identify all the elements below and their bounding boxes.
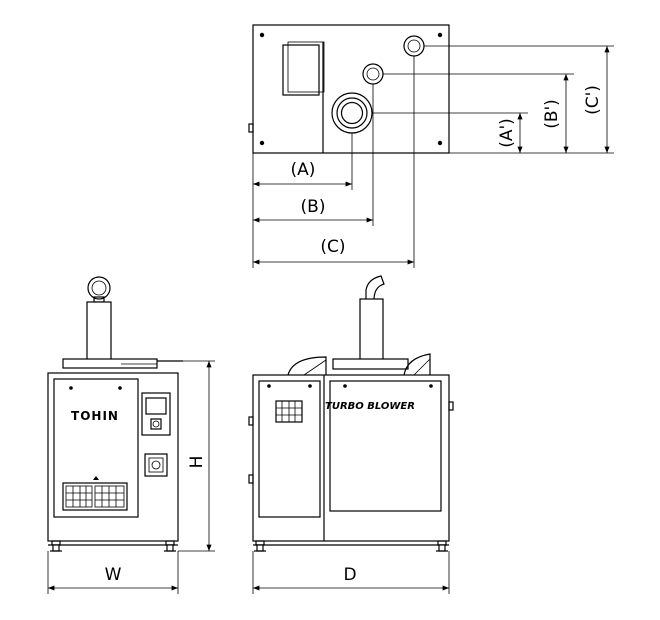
vertical-dimensions: (A') (B') (C') [372, 45, 614, 154]
dimension-label-b-prime: (B') [542, 99, 562, 129]
side-door-right [329, 380, 442, 512]
front-vent-grille [62, 482, 128, 511]
side-foot-left [256, 544, 264, 552]
side-body [252, 374, 450, 542]
dimension-label-a: (A) [291, 160, 316, 180]
front-body [47, 372, 179, 542]
side-view: TURBO BLOWER [248, 275, 454, 552]
side-exhaust-elbow [365, 275, 385, 301]
dimension-label-c-prime: (C') [583, 85, 603, 115]
front-foot-left [52, 544, 60, 552]
top-view-control-box [282, 44, 320, 96]
dimension-label-h: H [187, 456, 207, 469]
dimension-label-b: (B) [301, 197, 326, 217]
horizontal-dimensions: (A) (B) (C) [252, 56, 415, 268]
side-foot-right [438, 544, 446, 552]
top-port-a [331, 92, 373, 134]
height-dimension: H [178, 360, 215, 552]
lifting-eye [87, 276, 111, 300]
top-view-control-box-offset [287, 41, 325, 93]
side-exhaust-pipe [359, 298, 384, 361]
side-duct-left [287, 356, 327, 376]
side-duct-right [403, 353, 431, 376]
front-top-plate [62, 358, 158, 369]
top-port-c [403, 35, 425, 57]
front-power-switch [144, 453, 168, 477]
side-door-left [258, 380, 321, 518]
front-door-panel [53, 378, 139, 518]
dimension-label-a-prime: (A') [497, 118, 517, 148]
side-top-plate [332, 358, 409, 370]
front-controller [141, 392, 171, 436]
dimension-label-d: D [343, 565, 356, 585]
front-logo: TOHIN [71, 409, 119, 423]
controller-button [150, 418, 162, 430]
width-dimension: W [47, 551, 179, 594]
front-view: TOHIN [47, 276, 183, 552]
front-exhaust-pipe [86, 301, 112, 361]
side-vent-grid [275, 400, 303, 423]
depth-dimension: D [252, 551, 450, 594]
top-view-side-knob [248, 123, 254, 133]
top-view-corner-screws [259, 32, 443, 146]
top-view-outline [252, 24, 450, 154]
top-view [248, 24, 450, 154]
top-port-b [362, 63, 384, 85]
dimension-label-c: (C) [320, 237, 345, 257]
controller-display [145, 397, 167, 415]
side-brand-label: TURBO BLOWER [325, 401, 415, 412]
dimension-label-w: W [105, 565, 122, 585]
front-foot-right [166, 544, 174, 552]
